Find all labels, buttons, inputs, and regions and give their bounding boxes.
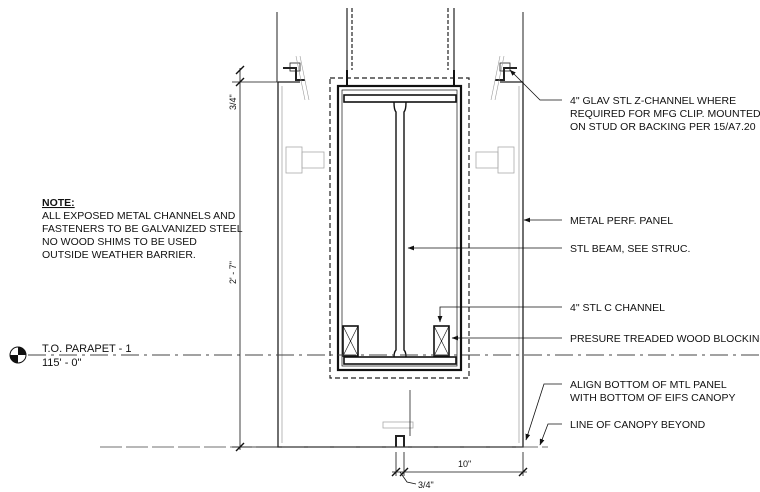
note-line-3: NO WOOD SHIMS TO BE USED xyxy=(42,236,197,248)
callout-align-bottom: ALIGN BOTTOM OF MTL PANEL WITH BOTTOM OF… xyxy=(570,379,735,404)
dimension-top-reveal: 3/4" xyxy=(228,94,238,110)
callout-z-channel-line-1: 4" GLAV STL Z-CHANNEL WHERE xyxy=(570,95,736,107)
steel-i-beam xyxy=(343,94,457,365)
callout-stl-beam: STL BEAM, SEE STRUC. xyxy=(570,243,690,255)
dimension-height: 2' - 7" xyxy=(228,261,238,284)
metal-perf-panel xyxy=(277,81,524,448)
level-elevation: 115' - 0" xyxy=(42,357,82,369)
callout-z-channel-line-2: REQUIRED FOR MFG CLIP. MOUNTED xyxy=(570,108,760,120)
z-channel-clip-left xyxy=(283,55,310,101)
callout-align-bottom-line-2: WITH BOTTOM OF EIFS CANOPY xyxy=(570,392,735,404)
callout-perf-panel: METAL PERF. PANEL xyxy=(570,215,673,227)
beam-enclosure-dashed xyxy=(329,77,470,379)
reveal-leader-bottom xyxy=(399,471,417,485)
note-line-2: FASTENERS TO BE GALVANIZED STEEL xyxy=(42,223,243,235)
wall-lines xyxy=(276,8,524,82)
callout-leaders xyxy=(407,69,562,446)
callout-c-channel: 4" STL C CHANNEL xyxy=(570,302,665,314)
level-marker-icon xyxy=(9,346,27,364)
callout-canopy-line: LINE OF CANOPY BEYOND xyxy=(570,419,706,431)
dimension-vertical xyxy=(232,65,278,452)
general-note: NOTE: ALL EXPOSED METAL CHANNELS AND FAS… xyxy=(42,197,243,261)
wood-blocking xyxy=(342,325,450,357)
dimension-horizontal xyxy=(391,452,528,477)
z-channel-clip-right xyxy=(490,55,517,101)
level-name: T.O. PARAPET - 1 xyxy=(42,343,131,355)
note-line-1: ALL EXPOSED METAL CHANNELS AND xyxy=(42,210,236,222)
bottom-clip xyxy=(382,390,414,447)
callout-wood-blocking: PRESURE TREADED WOOD BLOCKING xyxy=(570,333,760,345)
c-channel xyxy=(336,70,463,372)
note-title: NOTE: xyxy=(42,197,75,209)
faint-clip-blocks xyxy=(285,146,515,174)
callout-z-channel-line-3: ON STUD OR BACKING PER 15/A7.20 xyxy=(570,121,756,133)
callout-align-bottom-line-1: ALIGN BOTTOM OF MTL PANEL xyxy=(570,379,727,391)
note-line-4: OUTSIDE WEATHER BARRIER. xyxy=(42,249,196,261)
dimension-width: 10" xyxy=(458,459,471,469)
dimension-bottom-reveal: 3/4" xyxy=(418,480,434,490)
callout-z-channel: 4" GLAV STL Z-CHANNEL WHERE REQUIRED FOR… xyxy=(570,95,760,133)
